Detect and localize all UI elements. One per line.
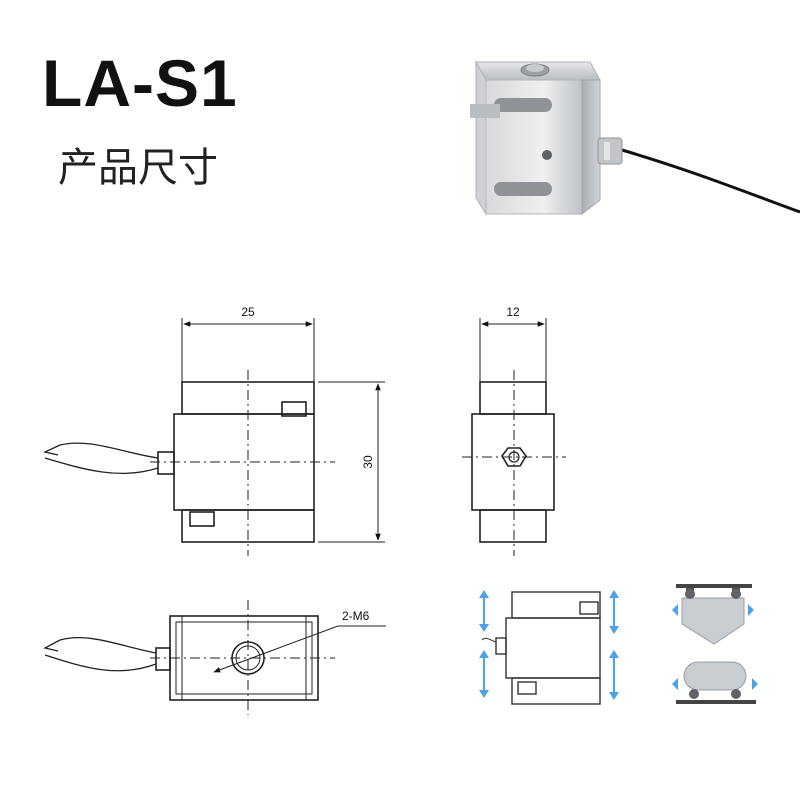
- model-title: LA-S1: [42, 46, 238, 120]
- height-dimension-label: 30: [361, 455, 375, 469]
- front-view: [43, 318, 385, 556]
- thread-label: 2-M6: [342, 609, 370, 623]
- side-view: [462, 318, 566, 556]
- thickness-dimension-label: 12: [506, 305, 520, 319]
- width-dimension-label: 25: [241, 305, 255, 319]
- top-view: [43, 600, 386, 715]
- bottom-mount-icon: [672, 661, 758, 704]
- product-photo: [470, 60, 800, 216]
- hanging-mount-icon: [672, 584, 754, 645]
- load-direction-diagram: [481, 591, 601, 705]
- page-subtitle: 产品尺寸: [58, 145, 218, 191]
- load-arrows-icon: [479, 590, 619, 700]
